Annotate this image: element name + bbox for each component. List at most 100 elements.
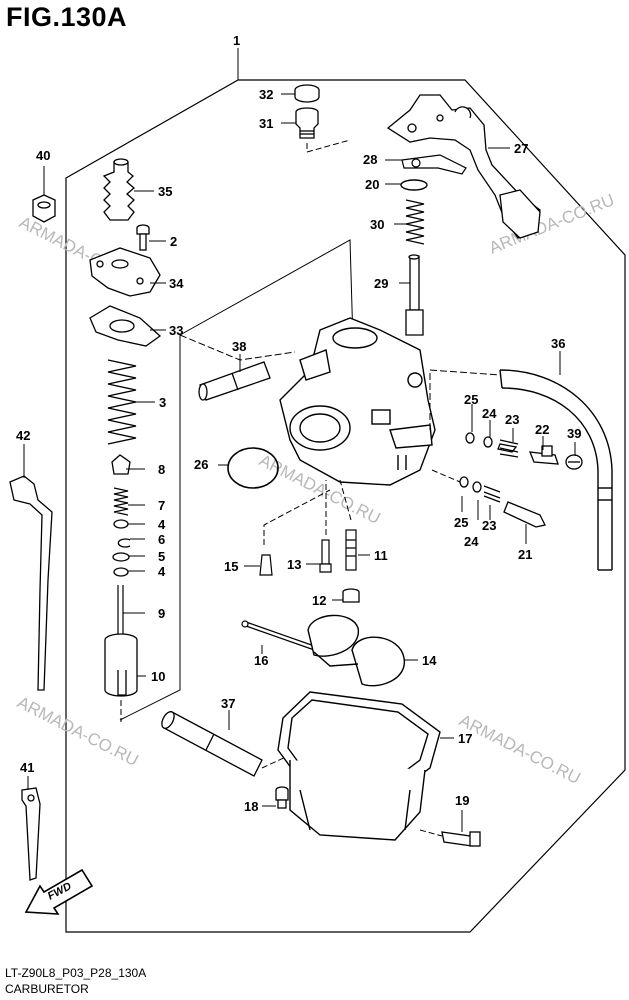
callout-part-23: 23 — [482, 518, 496, 533]
callout-part-24: 24 — [482, 406, 497, 421]
cap-34-drawing — [89, 247, 161, 297]
needle-29-drawing — [405, 254, 424, 336]
gasket-33-drawing — [89, 305, 162, 347]
callout-part-20: 20 — [365, 177, 379, 192]
callout-part-25: 25 — [464, 392, 478, 407]
callout-part-28: 28 — [363, 152, 377, 167]
washer-4a-drawing — [113, 519, 129, 529]
clip-8-drawing — [111, 454, 131, 475]
nut-40-drawing — [32, 194, 56, 223]
upper-screw-group-drawing — [465, 432, 583, 470]
needle-9-drawing — [117, 585, 124, 640]
spring-30-drawing — [405, 199, 425, 245]
callout-part-39: 39 — [567, 426, 581, 441]
hose-36-drawing — [499, 369, 613, 571]
callout-part-32: 32 — [259, 87, 273, 102]
inner-body-boundary-line-2 — [119, 335, 181, 721]
ring-20-drawing — [400, 179, 428, 191]
leader-lines — [23, 48, 576, 832]
figure-code: LT-Z90L8_P03_P28_130A — [5, 966, 147, 980]
callout-part-6: 6 — [158, 532, 165, 547]
jet-15-drawing — [259, 554, 273, 576]
leader-dashed — [263, 489, 331, 545]
callout-part-31: 31 — [259, 116, 273, 131]
boot-35-drawing — [102, 158, 135, 221]
callout-part-30: 30 — [370, 217, 384, 232]
callout-part-27: 27 — [514, 141, 528, 156]
spring-7-drawing — [113, 487, 129, 516]
tube-38-drawing — [198, 361, 271, 401]
figure-caption: CARBURETOR — [5, 982, 89, 996]
callout-part-10: 10 — [151, 669, 165, 684]
strap-41-drawing — [21, 787, 41, 881]
jet-13-drawing — [319, 539, 332, 573]
callout-part-34: 34 — [169, 276, 184, 291]
callout-part-15: 15 — [224, 559, 238, 574]
callout-part-21: 21 — [518, 547, 532, 562]
callout-part-38: 38 — [232, 339, 246, 354]
plate-28-drawing — [401, 154, 467, 175]
callout-part-29: 29 — [374, 276, 388, 291]
throttle-valve-10-drawing — [104, 633, 138, 697]
leader-dashed — [431, 469, 461, 483]
callout-part-9: 9 — [158, 606, 165, 621]
callout-part-1: 1 — [233, 33, 240, 48]
screw-18-drawing — [275, 786, 289, 809]
pin-16-drawing — [241, 620, 321, 653]
watermark-text: ARMADA-CO.RU — [14, 693, 141, 770]
callout-part-25: 25 — [454, 515, 468, 530]
callout-part-11: 11 — [374, 548, 388, 563]
strap-42-drawing — [9, 475, 53, 691]
jet-11-drawing — [345, 529, 357, 571]
screw-2-drawing — [136, 224, 150, 251]
callout-part-19: 19 — [455, 793, 469, 808]
screw-31-drawing — [295, 107, 319, 139]
callout-part-3: 3 — [159, 395, 166, 410]
callout-part-33: 33 — [169, 323, 183, 338]
washer-5-drawing — [112, 552, 130, 562]
tube-37-drawing — [161, 711, 263, 777]
carburetor-exploded-diagram: ARMADA-CO.RU ARMADA-CO.RU ARMADA-CO.RU A… — [9, 33, 626, 933]
spring-3-drawing — [107, 359, 137, 445]
figure-title: FIG.130A — [6, 2, 128, 32]
callout-part-26: 26 — [194, 457, 208, 472]
callout-part-13: 13 — [287, 557, 301, 572]
callout-part-17: 17 — [458, 731, 472, 746]
callout-part-35: 35 — [158, 184, 172, 199]
callout-part-5: 5 — [158, 549, 165, 564]
float-14-drawing — [307, 614, 405, 687]
callout-part-4: 4 — [158, 564, 166, 579]
callout-part-36: 36 — [551, 336, 565, 351]
leader-dashed — [261, 754, 291, 769]
callout-part-41: 41 — [20, 760, 34, 775]
callout-part-8: 8 — [158, 462, 165, 477]
callout-part-12: 12 — [312, 593, 326, 608]
callout-part-42: 42 — [16, 428, 30, 443]
leader-dashed — [339, 479, 352, 521]
leader-dashed — [419, 829, 443, 837]
callout-part-23: 23 — [505, 412, 519, 427]
callout-part-2: 2 — [170, 234, 177, 249]
callout-part-14: 14 — [422, 653, 437, 668]
callout-part-24: 24 — [464, 534, 479, 549]
fwd-arrow: FWD — [24, 868, 94, 915]
carburetor-body-drawing — [279, 317, 436, 486]
watermark-text: ARMADA-CO.RU — [456, 711, 583, 788]
callout-part-37: 37 — [221, 696, 235, 711]
jet-12-drawing — [342, 588, 360, 603]
callout-part-40: 40 — [36, 148, 50, 163]
callout-part-22: 22 — [535, 422, 549, 437]
part-callouts: 1 2 3 4 4 5 6 7 8 9 10 11 12 13 14 15 16… — [16, 33, 581, 814]
cap-32-drawing — [294, 84, 320, 103]
float-bowl-17-drawing — [277, 691, 441, 841]
callout-part-16: 16 — [254, 653, 268, 668]
o-ring-26-drawing — [227, 447, 279, 489]
leader-dashed — [429, 369, 501, 430]
assembly-boundary-line — [65, 79, 626, 933]
leader-dashed — [306, 139, 351, 153]
washer-4b-drawing — [113, 567, 129, 577]
callout-part-4: 4 — [158, 517, 166, 532]
callout-part-18: 18 — [244, 799, 258, 814]
callout-part-7: 7 — [158, 498, 165, 513]
